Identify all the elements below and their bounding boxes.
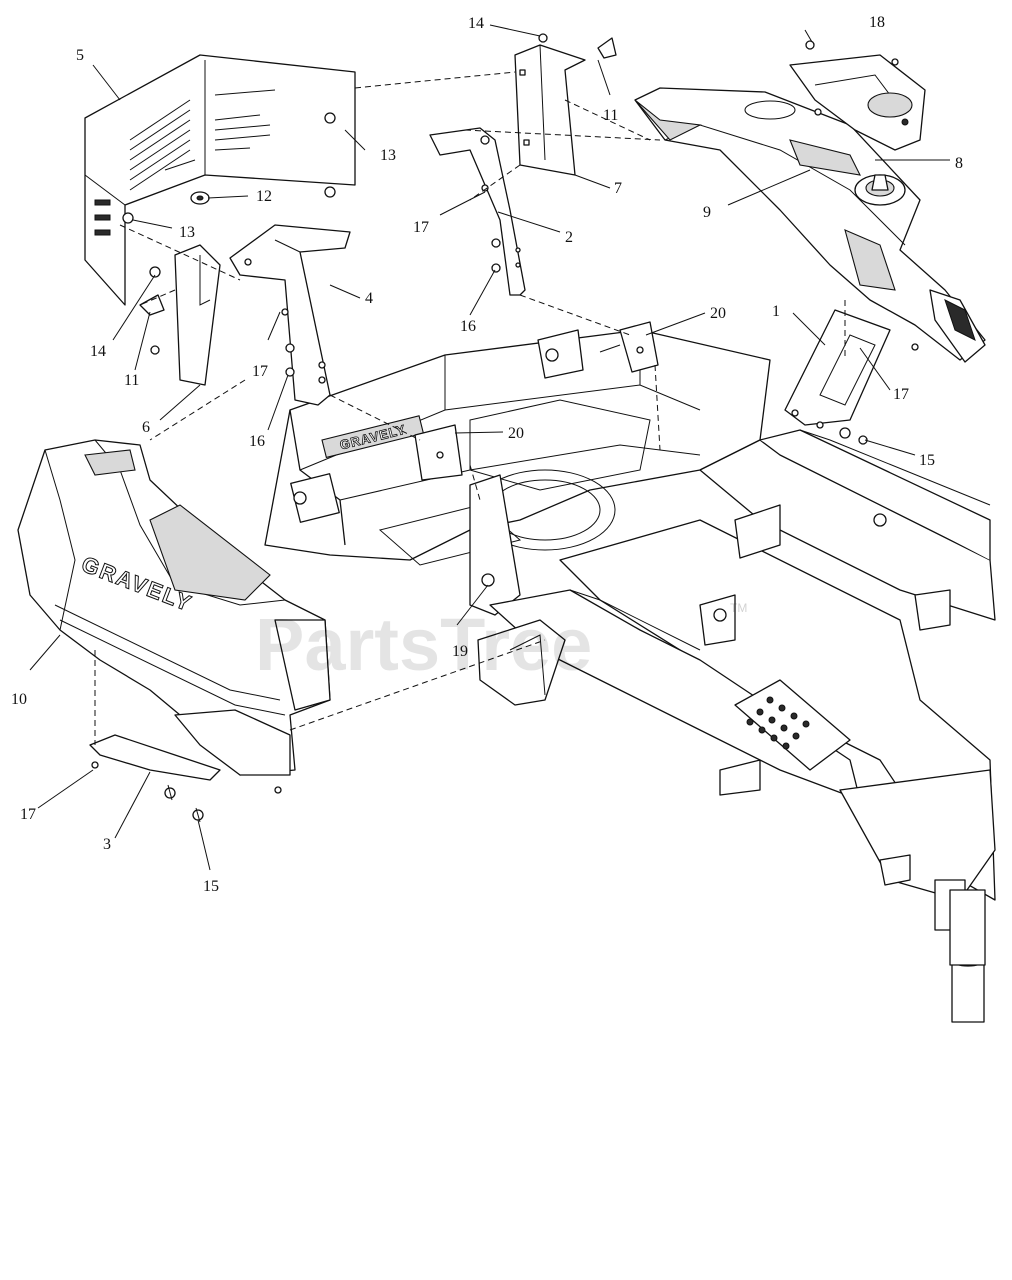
part-4-bracket [229, 224, 351, 406]
callout-20-top: 20 [710, 305, 726, 322]
part-1-seat-bracket [784, 309, 891, 429]
watermark-text: PartsTree [255, 603, 592, 686]
callout-14-top: 14 [468, 15, 484, 32]
callout-8: 8 [955, 155, 963, 172]
main-frame: GRAVELY [264, 329, 996, 1023]
part-19-bracket [477, 619, 566, 706]
part-2-bracket [429, 127, 526, 296]
callout-12: 12 [256, 188, 272, 205]
part-6-left-plate [174, 244, 221, 386]
callout-18: 18 [869, 14, 885, 31]
part-5-console-cover [84, 54, 356, 306]
callout-17-top: 17 [413, 219, 429, 236]
callout-16-top: 16 [460, 318, 476, 335]
part-8-top-plate [789, 54, 926, 151]
callout-6: 6 [142, 419, 150, 436]
callout-19: 19 [452, 643, 468, 660]
callout-7: 7 [614, 180, 622, 197]
callout-15-bottom: 15 [203, 878, 219, 895]
part-12-grommet [190, 191, 210, 205]
callout-17-left: 17 [252, 363, 268, 380]
callout-20-mid: 20 [508, 425, 524, 442]
callout-13-top: 13 [380, 147, 396, 164]
callout-4: 4 [365, 290, 373, 307]
callout-5: 5 [76, 47, 84, 64]
callout-17-bottom: 17 [20, 806, 36, 823]
callout-16-left: 16 [249, 433, 265, 450]
callout-10: 10 [11, 691, 27, 708]
fasteners [91, 33, 919, 794]
watermark: PartsTree TM [255, 601, 747, 686]
callout-2: 2 [565, 229, 573, 246]
callout-labels: 5 14 11 18 13 8 7 12 9 13 17 2 4 20 1 16… [11, 14, 963, 895]
part-9-right-console [634, 87, 986, 363]
callout-15-right: 15 [919, 452, 935, 469]
part-10-body-panel: GRAVELY [17, 439, 331, 776]
callout-17-right: 17 [893, 386, 909, 403]
callout-11-top: 11 [603, 107, 618, 124]
assembly-lines [94, 71, 846, 745]
callout-9: 9 [703, 204, 711, 221]
part-7-plate [514, 44, 586, 176]
callout-1: 1 [772, 303, 780, 320]
part-3-lower-plate [89, 734, 221, 823]
part-20-brackets [414, 321, 659, 481]
callout-14-left: 14 [90, 343, 106, 360]
leader-lines [29, 24, 950, 871]
watermark-tm: TM [730, 601, 747, 615]
callout-13-left: 13 [179, 224, 195, 241]
callout-11-left: 11 [124, 372, 139, 389]
callout-3: 3 [103, 836, 111, 853]
